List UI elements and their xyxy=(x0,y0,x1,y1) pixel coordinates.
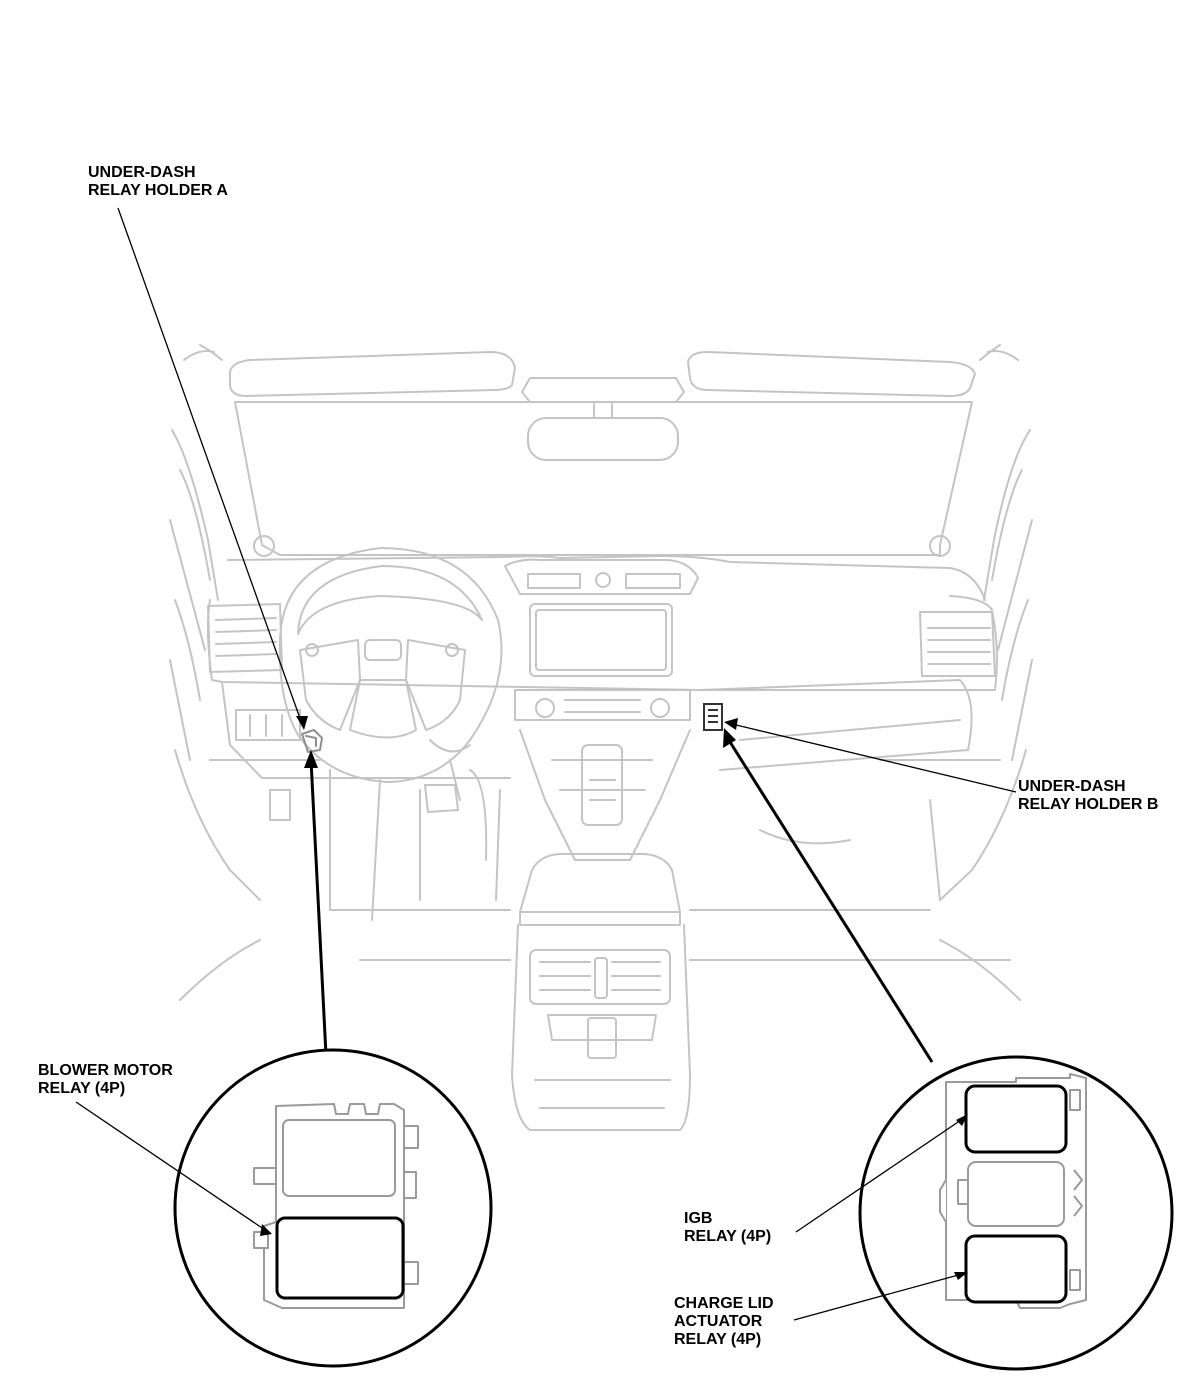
vehicle-interior-illustration xyxy=(169,344,1033,1131)
label-line: UNDER-DASH xyxy=(1018,778,1126,795)
label-line: RELAY HOLDER B xyxy=(1018,796,1159,813)
leader-lines xyxy=(117,207,1017,1063)
detail-leader-lines xyxy=(75,1101,968,1321)
label-line: CHARGE LID xyxy=(674,1295,774,1312)
label-line: RELAY HOLDER A xyxy=(88,182,228,199)
label-under-dash-relay-holder-a: UNDER-DASH RELAY HOLDER A xyxy=(88,164,228,200)
label-charge-lid-actuator-relay: CHARGE LID ACTUATOR RELAY (4P) xyxy=(674,1295,774,1349)
relay-holder-b-marker xyxy=(703,703,723,731)
label-line: RELAY (4P) xyxy=(674,1331,762,1348)
label-line: ACTUATOR xyxy=(674,1313,763,1330)
detail-circle-holder-b-relays xyxy=(858,1055,1174,1371)
label-line: RELAY (4P) xyxy=(684,1228,772,1245)
label-under-dash-relay-holder-b: UNDER-DASH RELAY HOLDER B xyxy=(1018,778,1158,814)
label-blower-motor-relay: BLOWER MOTOR RELAY (4P) xyxy=(38,1062,173,1098)
relay-holder-a-marker xyxy=(301,729,323,753)
detail-circle-blower-relay xyxy=(173,1048,493,1368)
label-igb-relay: IGB RELAY (4P) xyxy=(684,1210,771,1246)
label-line: BLOWER MOTOR xyxy=(38,1062,173,1079)
label-line: UNDER-DASH xyxy=(88,164,196,181)
label-line: IGB xyxy=(684,1210,713,1227)
label-line: RELAY (4P) xyxy=(38,1080,126,1097)
